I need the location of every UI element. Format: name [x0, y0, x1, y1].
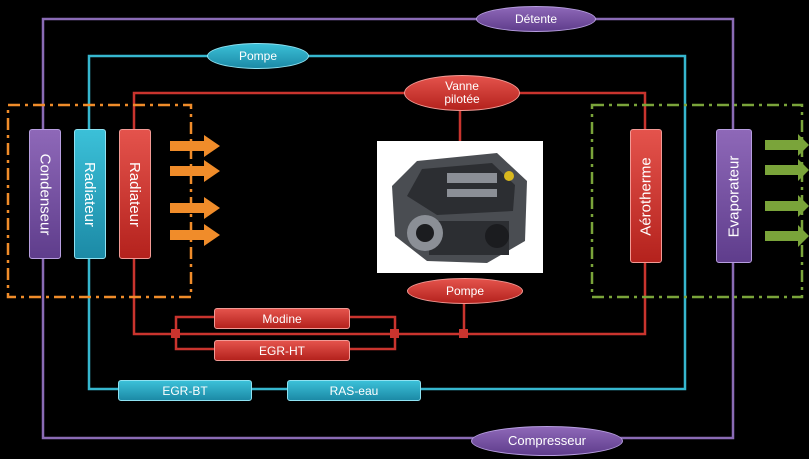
radiator-teal-label: Radiateur [81, 161, 99, 227]
red-loop-top [132, 91, 647, 130]
ras-eau-label: RAS-eau [329, 383, 379, 398]
vanne-label-1: Vanne [445, 79, 479, 94]
modine-cooler: Modine [214, 308, 350, 329]
pump-mid: Pompe [407, 278, 523, 304]
compressor-label: Compresseur [507, 433, 587, 449]
detente-valve: Détente [476, 6, 596, 32]
egr-bt-cooler: EGR-BT [118, 380, 252, 401]
controlled-valve: Vanne pilotée [404, 75, 520, 111]
engine-image [377, 141, 543, 273]
radiator-red: Radiateur [119, 129, 151, 259]
radiator-red-label: Radiateur [126, 161, 144, 227]
condenser: Condenseur [29, 129, 61, 259]
pump-mid-label: Pompe [445, 283, 485, 298]
condenser-label: Condenseur [36, 153, 54, 235]
detente-label: Détente [514, 11, 558, 26]
egr-bt-label: EGR-BT [162, 383, 208, 398]
orange-heat-arrows [170, 135, 220, 246]
evaporator: Evaporateur [716, 129, 752, 263]
ras-eau-cooler: RAS-eau [287, 380, 421, 401]
pump-top: Pompe [207, 43, 309, 69]
pump-top-label: Pompe [238, 48, 278, 63]
modine-label: Modine [262, 311, 302, 326]
compressor: Compresseur [471, 426, 623, 456]
orange-zone [6, 103, 193, 299]
radiator-teal: Radiateur [74, 129, 106, 259]
aerotherme: Aérotherme [630, 129, 662, 263]
egr-ht-cooler: EGR-HT [214, 340, 350, 361]
green-heat-arrows [765, 134, 809, 247]
evaporator-label: Evaporateur [725, 155, 743, 237]
egr-ht-label: EGR-HT [259, 343, 305, 358]
vanne-label-2: pilotée [444, 92, 480, 106]
aerotherme-label: Aérotherme [637, 156, 655, 236]
